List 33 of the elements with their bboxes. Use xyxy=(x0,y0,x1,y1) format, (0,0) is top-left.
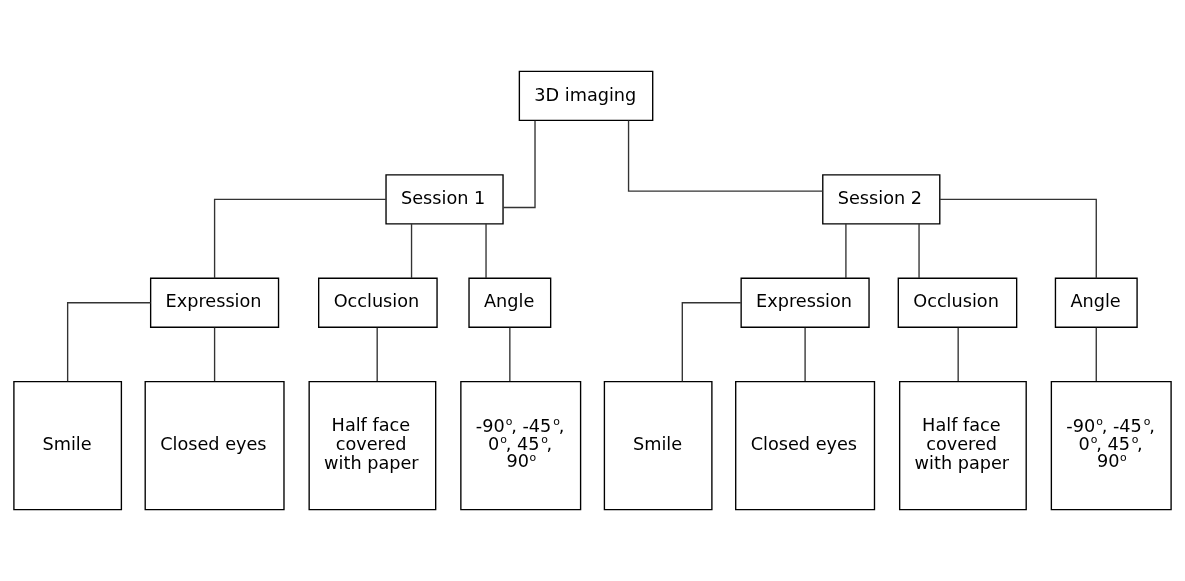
connector xyxy=(485,223,487,279)
connector xyxy=(845,223,847,279)
node-box: Session 1 xyxy=(385,174,504,225)
node-box: Half face covered with paper xyxy=(308,381,437,511)
connector xyxy=(939,198,1097,279)
connector xyxy=(681,302,742,382)
connector xyxy=(957,326,959,382)
node-box: Angle xyxy=(1054,277,1138,328)
connector xyxy=(804,326,806,382)
node-box: Session 2 xyxy=(822,174,941,225)
node-box: Smile xyxy=(603,381,713,511)
connector xyxy=(509,326,511,382)
connector xyxy=(918,223,920,279)
connector xyxy=(376,326,378,382)
connector xyxy=(1095,326,1097,382)
node-box: Angle xyxy=(468,277,552,328)
node-box: Half face covered with paper xyxy=(899,381,1027,511)
connector xyxy=(213,326,216,382)
connector xyxy=(66,302,152,382)
node-box: -90$^{o}$, -45$^{o}$, 0$^{o}$, 45$^{o}$, 90$^{o}$ xyxy=(1050,381,1172,511)
connector xyxy=(213,198,387,279)
node-box: Expression xyxy=(740,277,870,328)
node-box: Occlusion xyxy=(318,277,438,328)
connector xyxy=(410,223,413,279)
node-box: 3D imaging xyxy=(518,70,654,122)
node-box: Occlusion xyxy=(897,277,1018,328)
node-box: Expression xyxy=(149,277,280,328)
node-box: Closed eyes xyxy=(144,381,285,511)
connector xyxy=(627,119,824,192)
connector xyxy=(502,120,536,209)
node-box: Closed eyes xyxy=(735,381,876,511)
node-box: Smile xyxy=(13,381,123,511)
node-box: -90$^{o}$, -45$^{o}$, 0$^{o}$, 45$^{o}$, 90$^{o}$ xyxy=(460,381,582,511)
